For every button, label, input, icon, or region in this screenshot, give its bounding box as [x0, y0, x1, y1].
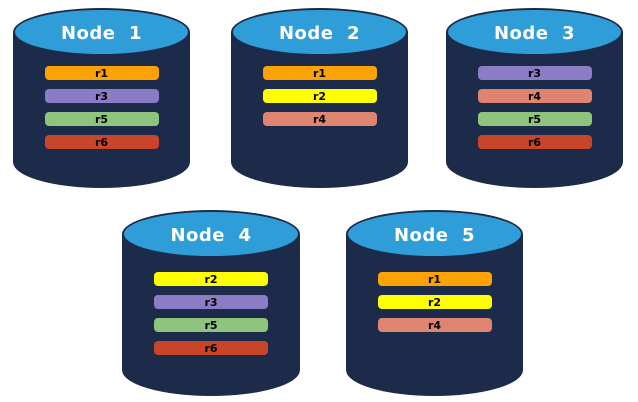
node-title: Node 4: [170, 224, 252, 246]
cylinder-top-ellipse: Node 2: [231, 8, 408, 56]
cylinder-body: [446, 32, 623, 188]
cylinder-top-ellipse: Node 4: [122, 210, 300, 258]
replica-bar: r4: [477, 89, 592, 103]
cylinder-body: [122, 234, 300, 396]
node-title: Node 5: [393, 224, 476, 246]
cylinder-body: [13, 32, 190, 188]
cylinder-top-ellipse: Node 3: [446, 8, 623, 56]
replica-bar: r6: [44, 135, 159, 149]
replica-bar-stack: r3 r4 r5 r6: [446, 66, 623, 149]
node-title: Node 1: [60, 22, 143, 44]
node-cylinder-1: Node 1 r1 r3 r5 r6: [13, 8, 190, 188]
replica-bar: r6: [154, 341, 268, 355]
replica-bar: r3: [44, 89, 159, 103]
node-title: Node 3: [493, 22, 576, 44]
cylinder-top-ellipse: Node 5: [346, 210, 523, 258]
replica-bar-stack: r1 r3 r5 r6: [13, 66, 190, 149]
node-cylinder-5: Node 5 r1 r2 r4: [346, 210, 523, 396]
replica-bar: r6: [477, 135, 592, 149]
replica-bar: r2: [262, 89, 377, 103]
replica-bar: r4: [262, 112, 377, 126]
replica-bar-stack: r1 r2 r4: [231, 66, 408, 126]
node-cylinder-2: Node 2 r1 r2 r4: [231, 8, 408, 188]
node-title: Node 2: [278, 22, 361, 44]
replica-bar: r4: [377, 318, 492, 332]
node-cylinder-4: Node 4 r2 r3 r5 r6: [122, 210, 300, 396]
cylinder-body: [346, 234, 523, 396]
replica-bar: r5: [44, 112, 159, 126]
replica-bar: r3: [477, 66, 592, 80]
replica-bar-stack: r1 r2 r4: [346, 272, 523, 332]
replica-bar: r2: [377, 295, 492, 309]
replica-bar: r1: [377, 272, 492, 286]
cylinder-body: [231, 32, 408, 188]
replica-bar-stack: r2 r3 r5 r6: [122, 272, 300, 355]
node-cylinder-3: Node 3 r3 r4 r5 r6: [446, 8, 623, 188]
replica-bar: r5: [154, 318, 268, 332]
replica-bar: r3: [154, 295, 268, 309]
replica-bar: r1: [262, 66, 377, 80]
cylinder-top-ellipse: Node 1: [13, 8, 190, 56]
replica-bar: r2: [154, 272, 268, 286]
replica-bar: r5: [477, 112, 592, 126]
replica-bar: r1: [44, 66, 159, 80]
